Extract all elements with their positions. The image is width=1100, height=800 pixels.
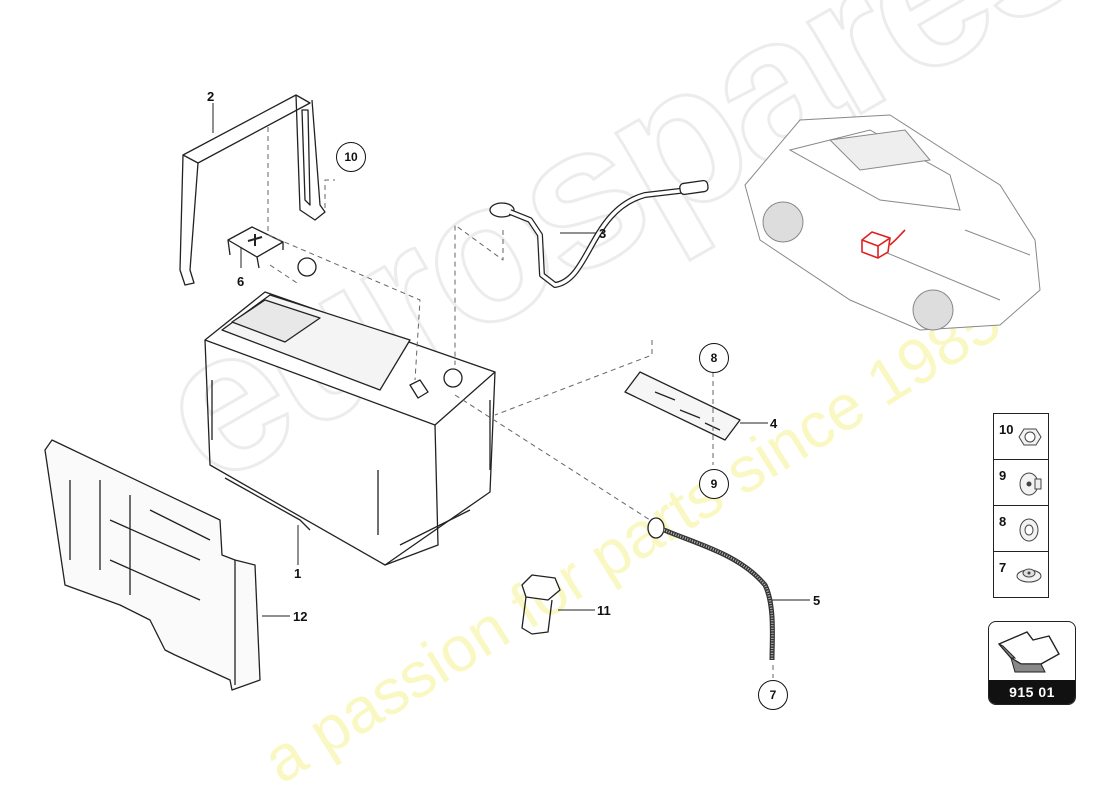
callout-8: 8	[699, 343, 729, 373]
vent-hose-icon	[647, 517, 775, 661]
legend-number: 10	[999, 422, 1014, 437]
part-label-5: 5	[813, 593, 821, 608]
part-label-11: 11	[597, 603, 611, 618]
legend-row-7: 7	[994, 552, 1048, 597]
terminal-cover-icon	[227, 226, 284, 269]
page-reference-box: 915 01	[988, 621, 1076, 705]
fastener-legend: 10 9 8 7	[993, 413, 1049, 598]
vehicle-location-thumbnail	[744, 114, 1041, 331]
battery-location-highlight	[861, 229, 906, 259]
part-label-2: 2	[207, 89, 215, 104]
callout-7: 7	[758, 680, 788, 710]
callout-10: 10	[336, 142, 366, 172]
hold-down-bracket-icon	[179, 94, 326, 286]
page-arrow-icon	[997, 631, 1060, 673]
legend-row-10: 10	[994, 414, 1048, 460]
tray-cover-icon	[44, 439, 261, 691]
terminal-cable-icon	[489, 179, 709, 288]
legend-number: 7	[999, 560, 1007, 575]
hex-plug-icon	[521, 574, 561, 635]
legend-number: 9	[999, 468, 1007, 483]
clip-nut-icon	[1019, 472, 1042, 496]
part-label-6: 6	[237, 274, 245, 289]
legend-row-9: 9	[994, 460, 1048, 506]
grommet-icon	[1016, 568, 1042, 583]
part-label-1: 1	[294, 566, 302, 581]
legend-number: 8	[999, 514, 1007, 529]
part-label-3: 3	[599, 226, 607, 241]
part-label-4: 4	[770, 416, 778, 431]
callout-9: 9	[699, 469, 729, 499]
collar-nut-icon	[1019, 518, 1039, 542]
part-label-12: 12	[293, 609, 308, 624]
retaining-plate-icon	[624, 371, 741, 441]
battery-icon	[204, 257, 496, 566]
page-number: 915 01	[989, 680, 1075, 704]
flange-nut-icon	[1018, 428, 1042, 446]
legend-row-8: 8	[994, 506, 1048, 552]
